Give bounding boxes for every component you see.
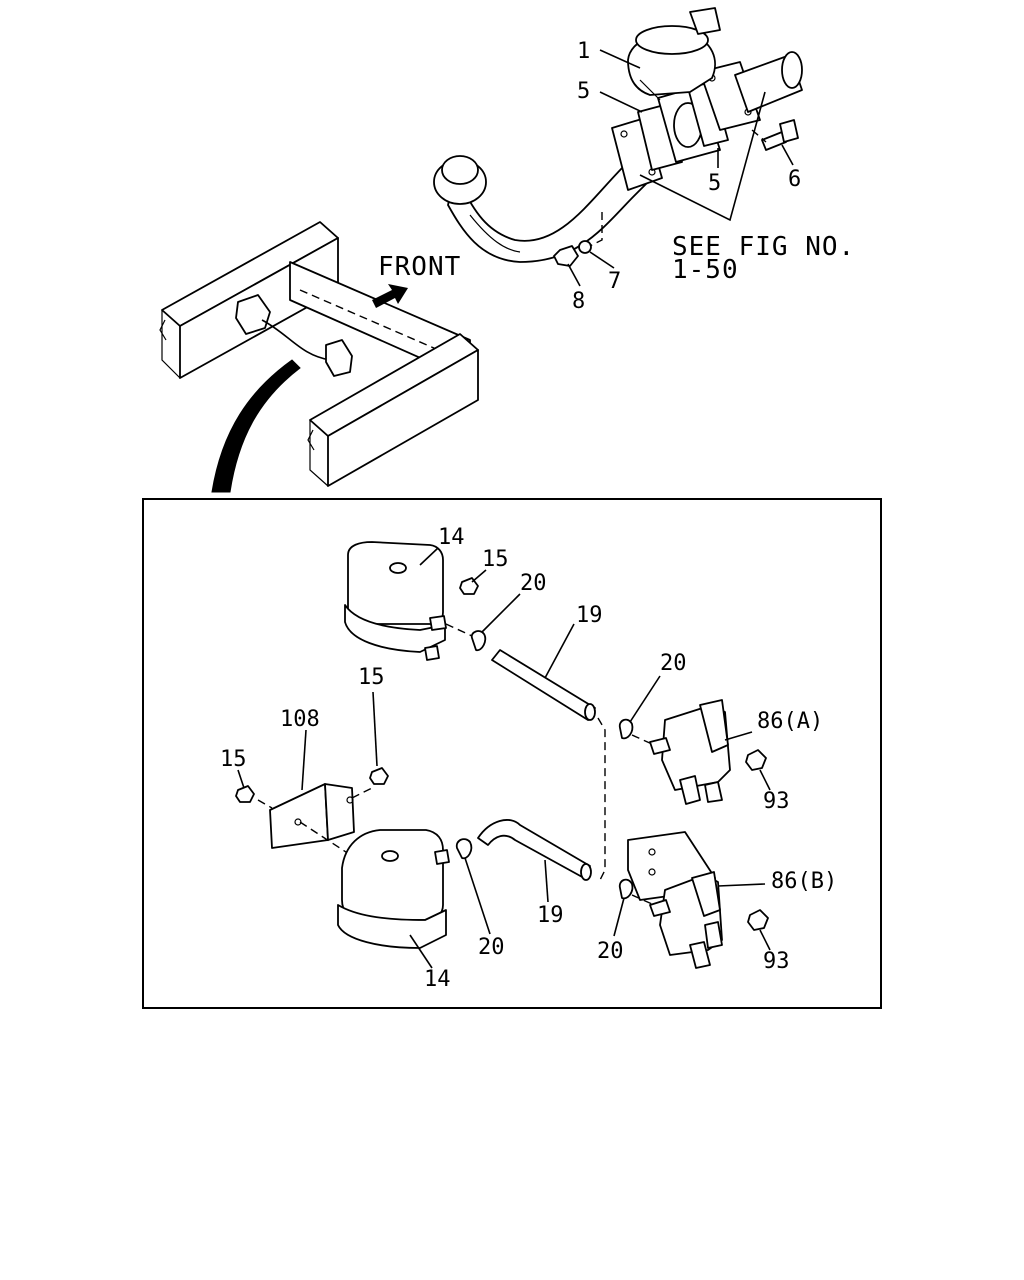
front-label: FRONT xyxy=(378,252,461,282)
callout-20-bottom: 20 xyxy=(478,935,505,960)
callout-15-left: 15 xyxy=(220,747,247,772)
see-fig-reference-line1: SEE FIG NO. xyxy=(672,232,855,262)
callout-14-top: 14 xyxy=(438,525,465,550)
callout-20-right-top: 20 xyxy=(660,651,687,676)
callout-86b: 86(B) xyxy=(771,869,837,894)
callout-7: 7 xyxy=(608,269,621,294)
callout-19-bottom: 19 xyxy=(537,903,564,928)
callout-20-right-bottom: 20 xyxy=(597,939,624,964)
callout-15-mid: 15 xyxy=(358,665,385,690)
callout-93-bottom: 93 xyxy=(763,949,790,974)
exhaust-assembly xyxy=(433,7,803,287)
front-arrow-icon xyxy=(372,284,408,308)
callout-6: 6 xyxy=(788,167,801,192)
callout-19-top: 19 xyxy=(576,603,603,628)
detail-view-frame xyxy=(142,498,882,1009)
callout-5-upper: 5 xyxy=(577,79,590,104)
callout-86a: 86(A) xyxy=(757,709,823,734)
chassis-frame xyxy=(159,221,479,493)
callout-14-bottom: 14 xyxy=(424,967,451,992)
detail-parts xyxy=(235,541,771,969)
callout-93-top: 93 xyxy=(763,789,790,814)
see-fig-reference-line2: 1-50 xyxy=(672,255,739,285)
callout-5-lower: 5 xyxy=(708,171,721,196)
callout-20-top: 20 xyxy=(520,571,547,596)
callout-8: 8 xyxy=(572,289,585,314)
callout-1: 1 xyxy=(577,39,590,64)
callout-15-top: 15 xyxy=(482,547,509,572)
callout-108: 108 xyxy=(280,707,320,732)
